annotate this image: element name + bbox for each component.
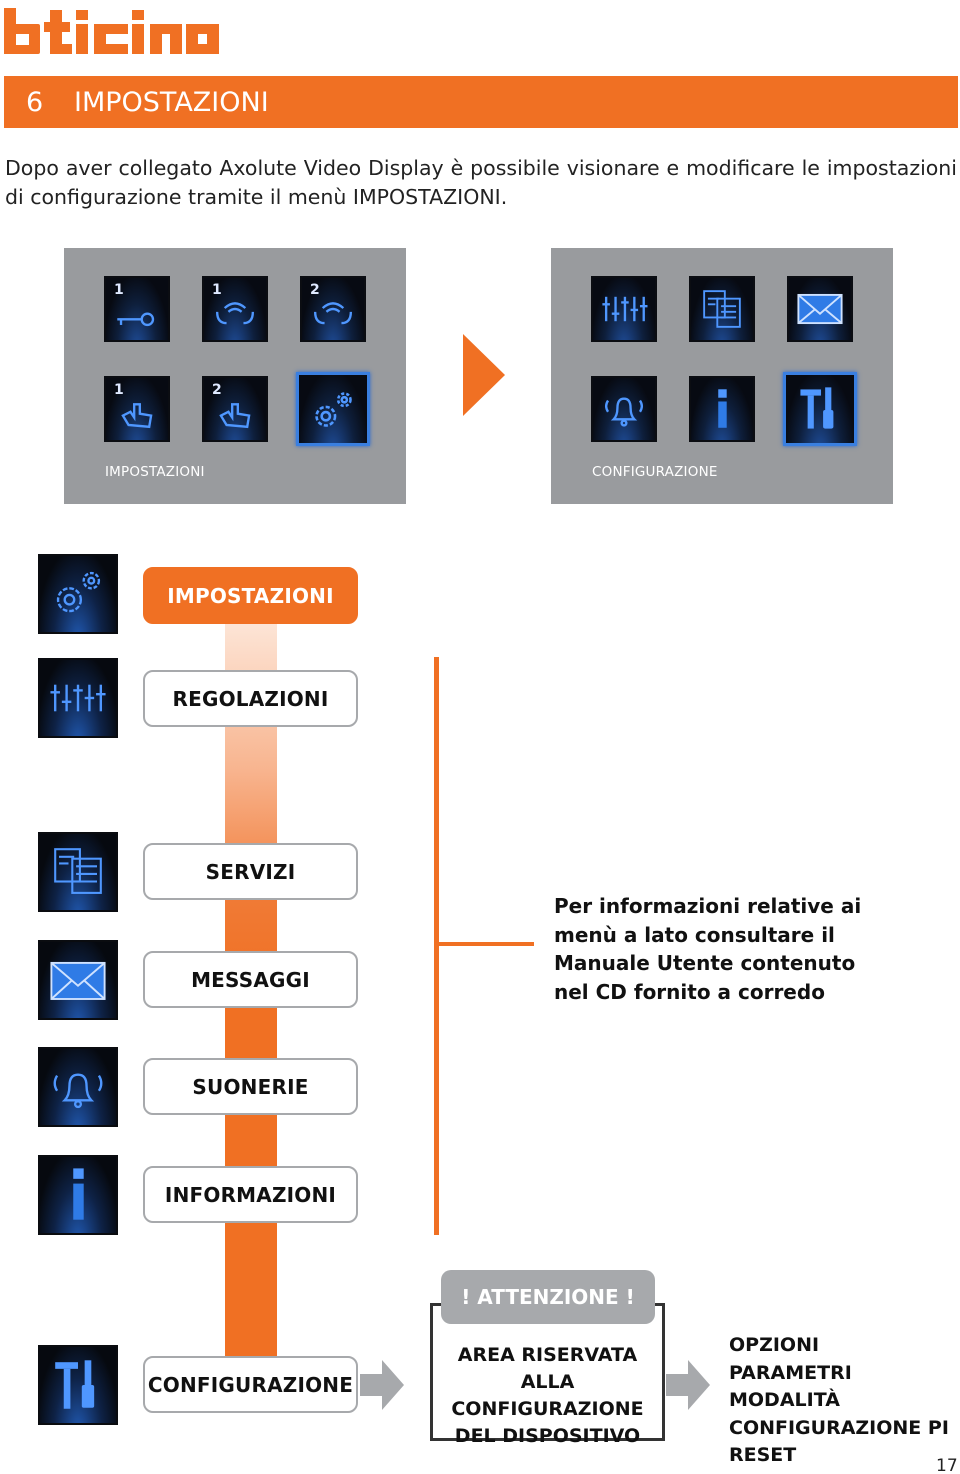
section-header: 6 IMPOSTAZIONI <box>4 76 958 128</box>
intro-paragraph: Dopo aver collegato Axolute Video Displa… <box>5 156 957 209</box>
option-item: RESET <box>729 1444 797 1466</box>
section-number: 6 <box>26 86 44 118</box>
info-icon <box>73 1168 84 1220</box>
menu-button-impostazioni[interactable]: IMPOSTAZIONI <box>143 567 358 624</box>
menu-button-regolazioni[interactable]: REGOLAZIONI <box>143 670 358 727</box>
intercom-call-icon <box>215 302 255 325</box>
documents-icon <box>54 848 102 894</box>
bracket-line <box>434 657 439 1235</box>
warning-line: CONFIGURAZIONE <box>451 1398 644 1420</box>
bticino-logo <box>4 8 219 54</box>
menu-button-messaggi[interactable]: MESSAGGI <box>143 951 358 1008</box>
tile-bell[interactable] <box>591 376 657 442</box>
envelope-icon <box>50 961 106 1000</box>
screen-impostazioni: 1 1 2 <box>64 248 406 504</box>
menu-icon-informazioni <box>38 1155 118 1235</box>
screen-configurazione: CONFIGURAZIONE <box>551 248 893 504</box>
hand-push-icon <box>219 403 251 429</box>
warning-text: AREA RISERVATA ALLA CONFIGURAZIONE DEL D… <box>430 1342 665 1450</box>
gears-icon <box>56 571 101 613</box>
bell-icon <box>604 397 644 427</box>
warning-title: ! ATTENZIONE ! <box>441 1270 655 1324</box>
intercom-call-icon <box>313 302 353 325</box>
bell-icon <box>53 1073 103 1109</box>
documents-icon <box>703 290 741 328</box>
page-number: 17 <box>936 1456 958 1474</box>
gears-icon <box>315 392 352 427</box>
info-icon <box>718 389 727 428</box>
door-key-icon <box>117 312 155 327</box>
configuration-options: OPZIONI PARAMETRI MODALITÀ CONFIGURAZION… <box>729 1332 957 1470</box>
arrow-right-icon <box>360 1360 404 1410</box>
menu-icon-regolazioni <box>38 658 118 738</box>
tile-documents[interactable] <box>689 276 755 342</box>
menu-icon-messaggi <box>38 940 118 1020</box>
warning-line: DEL DISPOSITIVO <box>454 1425 641 1447</box>
tile-gears-selected[interactable] <box>296 372 370 446</box>
menu-icon-suonerie <box>38 1047 118 1127</box>
tools-icon <box>55 1360 95 1409</box>
tile-intercom-2[interactable]: 2 <box>300 276 366 342</box>
sliders-icon <box>602 296 648 322</box>
next-arrow-icon <box>463 334 505 416</box>
screen-caption: CONFIGURAZIONE <box>592 464 718 480</box>
section-title: IMPOSTAZIONI <box>74 86 269 118</box>
warning-line: AREA RISERVATA ALLA <box>457 1344 638 1393</box>
sliders-icon <box>50 684 106 712</box>
tile-door-key-1[interactable]: 1 <box>104 276 170 342</box>
warning-box <box>430 1303 665 1441</box>
menu-button-suonerie[interactable]: SUONERIE <box>143 1058 358 1115</box>
manual-note: Per informazioni relative ai menù a lato… <box>554 894 862 1004</box>
bracket-connector <box>434 942 534 946</box>
menu-button-servizi[interactable]: SERVIZI <box>143 843 358 900</box>
tile-sliders[interactable] <box>591 276 657 342</box>
menu-icon-configurazione <box>38 1345 118 1425</box>
tile-envelope[interactable] <box>787 276 853 342</box>
envelope-icon <box>797 293 843 325</box>
menu-button-configurazione[interactable]: CONFIGURAZIONE <box>143 1356 358 1413</box>
menu-button-informazioni[interactable]: INFORMAZIONI <box>143 1166 358 1223</box>
tile-info[interactable] <box>689 376 755 442</box>
screen-caption: IMPOSTAZIONI <box>105 464 205 480</box>
arrow-right-icon <box>666 1360 710 1410</box>
tile-hand-1[interactable]: 1 <box>104 376 170 442</box>
tile-tools-selected[interactable] <box>783 372 857 446</box>
tile-intercom-1[interactable]: 1 <box>202 276 268 342</box>
option-item: CONFIGURAZIONE PI <box>729 1416 949 1439</box>
option-item: OPZIONI <box>729 1334 820 1356</box>
menu-icon-servizi <box>38 832 118 912</box>
option-item: PARAMETRI MODALITÀ <box>729 1361 852 1412</box>
tile-hand-2[interactable]: 2 <box>202 376 268 442</box>
tools-icon <box>800 387 834 429</box>
hand-push-icon <box>121 403 153 429</box>
menu-icon-impostazioni <box>38 554 118 634</box>
